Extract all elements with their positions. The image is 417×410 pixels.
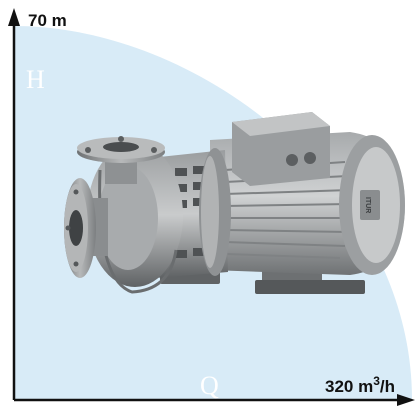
svg-text:ITUR: ITUR — [364, 197, 371, 213]
x-axis-max-label: 320 m3/h — [325, 374, 395, 396]
x-axis-max-suffix: /h — [380, 377, 395, 396]
y-axis-arrow-icon — [8, 8, 20, 26]
x-axis-max-value: 320 m — [325, 377, 373, 396]
centrifugal-pump-icon: ITUR — [64, 112, 405, 294]
x-axis-arrow-icon — [397, 394, 415, 406]
x-axis-letter: Q — [200, 371, 219, 400]
y-axis-max-label: 70 m — [28, 11, 67, 30]
y-axis-letter: H — [26, 65, 45, 94]
x-axis-max-exponent: 3 — [373, 374, 380, 388]
